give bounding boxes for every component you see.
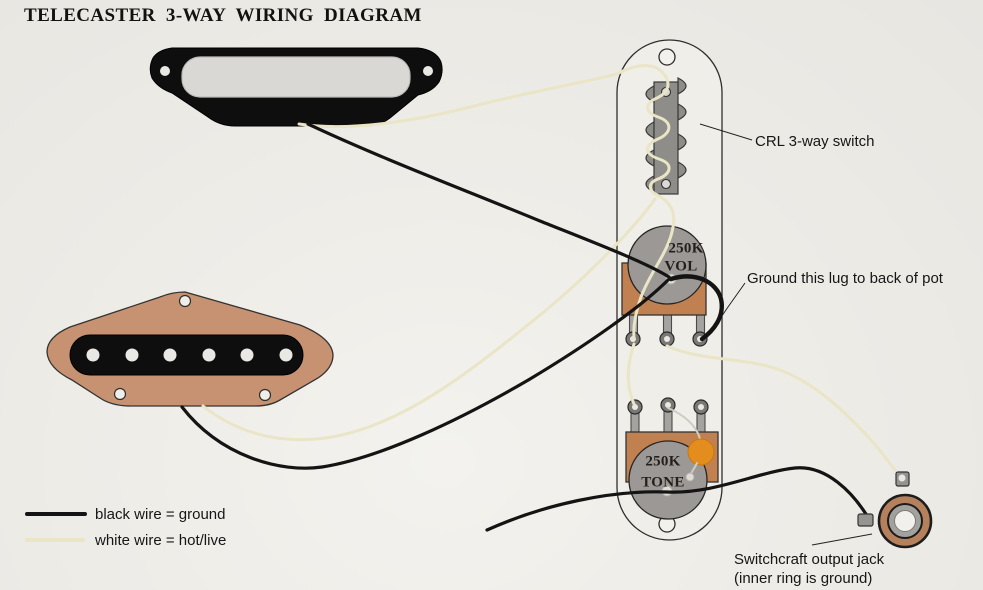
wire-switch-wrap — [615, 64, 671, 197]
capacitor — [687, 438, 715, 466]
wire-ground-to-jack — [485, 466, 871, 532]
output-jack — [857, 471, 933, 549]
wire-volume-to-tone — [626, 342, 636, 406]
neck-pickup-cover — [181, 56, 411, 98]
neck-pickup-mount-hole-left — [160, 66, 170, 76]
pole-piece-3 — [163, 348, 177, 362]
output-jack-label-line1: Switchcraft output jack — [734, 551, 885, 568]
neck-pickup-mount-hole-right — [423, 66, 433, 76]
tone-lug-1-hole — [632, 404, 638, 410]
bridge-mount-hole-top — [178, 294, 192, 308]
pole-piece-6 — [279, 348, 293, 362]
tone-lug-3-hole — [698, 404, 704, 410]
legend-label-black-wire: black wire = ground — [95, 506, 226, 523]
bridge-mount-hole-left — [113, 387, 127, 401]
wire-volume-to-jack — [665, 344, 902, 479]
output-jack-label: Switchcraft output jack (inner ring is g… — [734, 550, 884, 588]
wire-ground-lug-arc — [668, 274, 724, 342]
jack-ground-lug — [857, 513, 874, 527]
tone-pot-face — [628, 440, 708, 520]
pointer-line-switch-label — [699, 123, 753, 141]
capacitor-solder-dot — [685, 472, 695, 482]
jack-hot-lug-hole — [898, 474, 906, 482]
switch-screw-bottom — [660, 178, 672, 190]
vol-lug-2-hole — [664, 336, 670, 342]
pole-piece-4 — [202, 348, 216, 362]
output-jack-label-line2: (inner ring is ground) — [734, 570, 873, 587]
legend-swatch-black-wire — [25, 512, 87, 516]
pole-piece-5 — [240, 348, 254, 362]
ground-lug-label: Ground this lug to back of pot — [747, 270, 943, 287]
pointer-line-jack-label — [811, 533, 873, 546]
wire-switch-to-volume — [632, 193, 676, 340]
wire-bridge-ground — [180, 278, 670, 470]
volume-pot-name: VOL — [664, 258, 698, 275]
volume-pot-value: 250K — [668, 240, 704, 257]
jack-center-hole — [894, 510, 916, 532]
wire-bridge-hot — [201, 197, 657, 442]
bridge-pickup-coil — [69, 334, 304, 376]
wire-neck-hot — [297, 72, 619, 129]
tone-lug-2-hole — [665, 402, 671, 408]
legend-label-white-wire: white wire = hot/live — [95, 532, 227, 549]
plate-screw-hole-top — [658, 48, 676, 66]
switch-label: CRL 3-way switch — [755, 133, 875, 150]
capacitor-lead-top — [667, 407, 701, 440]
legend-swatch-white-wire — [25, 538, 85, 542]
tone-pot — [625, 397, 719, 520]
tone-pot-value: 250K — [645, 453, 681, 470]
bridge-pickup-pole-pieces — [86, 348, 293, 362]
pole-piece-1 — [86, 348, 100, 362]
pole-piece-2 — [125, 348, 139, 362]
page-title: TELECASTER 3-WAY WIRING DIAGRAM — [24, 5, 422, 26]
wire-neck-ground — [306, 122, 671, 279]
tone-pot-name: TONE — [641, 474, 685, 491]
bridge-mount-hole-right — [258, 388, 272, 402]
